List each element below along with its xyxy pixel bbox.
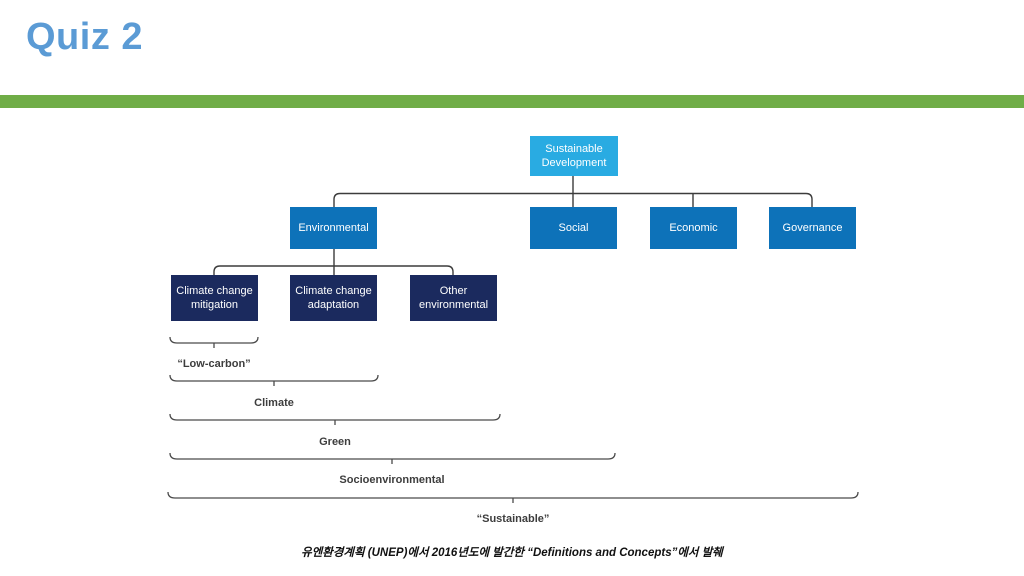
bracket-label-climate: Climate bbox=[254, 397, 294, 409]
scope-brackets bbox=[167, 336, 859, 503]
bracket-label-low-carbon: “Low-carbon” bbox=[177, 358, 251, 370]
node-sustainable-development: Sustainable Development bbox=[530, 136, 618, 176]
node-environmental: Environmental bbox=[290, 207, 377, 249]
node-economic: Economic bbox=[650, 207, 737, 249]
title-divider-bar bbox=[0, 95, 1024, 108]
slide-title: Quiz 2 bbox=[26, 16, 144, 58]
bracket-label-sustainable: “Sustainable” bbox=[476, 513, 550, 525]
bracket-sustainable bbox=[167, 491, 859, 503]
bracket-label-green: Green bbox=[319, 436, 351, 448]
bracket-climate bbox=[169, 374, 379, 386]
bracket-low-carbon bbox=[169, 336, 259, 348]
node-social: Social bbox=[530, 207, 617, 249]
node-climate-change-mitigation: Climate change mitigation bbox=[171, 275, 258, 321]
bracket-socioenvironmental bbox=[169, 452, 616, 464]
source-citation: 유엔환경계획 (UNEP)에서 2016년도에 발간한 “Definitions… bbox=[301, 547, 723, 559]
bracket-green bbox=[169, 413, 501, 425]
node-other-environmental: Other environmental bbox=[410, 275, 497, 321]
bracket-label-socioenvironmental: Socioenvironmental bbox=[339, 474, 445, 486]
node-climate-change-adaptation: Climate change adaptation bbox=[290, 275, 377, 321]
node-governance: Governance bbox=[769, 207, 856, 249]
